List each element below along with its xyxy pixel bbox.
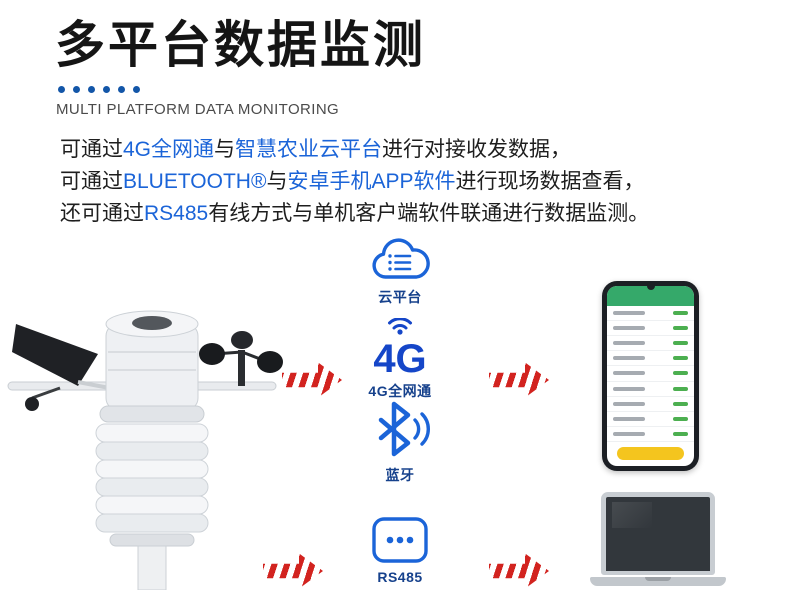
text-segment: 可通过 <box>60 138 123 161</box>
list-item <box>607 351 694 367</box>
connectivity-bluetooth: 蓝牙 <box>330 398 470 485</box>
list-item <box>607 321 694 337</box>
text-segment: 进行现场数据查看， <box>455 170 645 193</box>
bluetooth-icon <box>378 401 430 457</box>
intro-line: 还可通过RS485有线方式与单机客户端软件联通进行数据监测。 <box>60 198 770 230</box>
phone-mockup <box>602 281 699 471</box>
text-segment: BLUETOOTH® <box>123 170 267 193</box>
phone-app-screen <box>607 286 694 466</box>
text-segment: 进行对接收发数据， <box>382 138 572 161</box>
4g-signal-icon: 4G <box>373 318 427 376</box>
flow-arrow <box>489 362 549 398</box>
intro-line: 可通过BLUETOOTH®与安卓手机APP软件进行现场数据查看， <box>60 166 770 198</box>
phone-data-list <box>607 306 694 442</box>
connectivity-4g: 4G 4G全网通 <box>330 318 470 401</box>
phone-app-header <box>607 286 694 306</box>
phone-camera-notch <box>646 282 655 290</box>
text-segment: 与 <box>266 170 288 193</box>
list-item <box>607 397 694 412</box>
list-item <box>607 306 694 322</box>
list-item <box>607 366 694 382</box>
phone-action-button <box>616 447 685 460</box>
page-subtitle: MULTI PLATFORM DATA MONITORING <box>56 101 340 118</box>
text-segment: 安卓手机APP软件 <box>287 170 456 193</box>
flow-arrow <box>489 553 549 589</box>
rs485-label: RS485 <box>377 569 423 585</box>
connectivity-rs485: RS485 <box>330 516 470 585</box>
svg-text:4G: 4G <box>373 337 426 376</box>
text-segment: RS485 <box>144 202 209 225</box>
title-dot-divider <box>58 86 140 93</box>
cloud-platform-label: 云平台 <box>378 289 422 305</box>
text-segment: 可通过 <box>60 170 123 193</box>
page-title: 多平台数据监测 <box>55 17 426 73</box>
laptop-mockup <box>590 492 726 586</box>
text-segment: 还可通过 <box>60 202 144 225</box>
list-item <box>607 427 694 442</box>
bluetooth-label: 蓝牙 <box>385 467 415 483</box>
intro-text: 可通过4G全网通与智慧农业云平台进行对接收发数据， 可通过BLUETOOTH®与… <box>60 134 770 230</box>
cloud-platform-icon <box>372 238 430 279</box>
4g-label: 4G全网通 <box>368 383 432 399</box>
weather-station-illustration <box>7 310 283 590</box>
connectivity-cloud: 云平台 <box>330 236 470 307</box>
text-segment: 有线方式与单机客户端软件联通进行数据监测。 <box>208 202 650 225</box>
text-segment: 与 <box>214 138 236 161</box>
intro-line: 可通过4G全网通与智慧农业云平台进行对接收发数据， <box>60 134 770 166</box>
text-segment: 4G全网通 <box>123 138 215 161</box>
laptop-screen <box>601 492 715 575</box>
rs485-port-icon <box>372 517 428 563</box>
list-item <box>607 336 694 352</box>
list-item <box>607 412 694 427</box>
text-segment: 智慧农业云平台 <box>235 138 383 161</box>
list-item <box>607 382 694 397</box>
laptop-base <box>590 577 726 586</box>
